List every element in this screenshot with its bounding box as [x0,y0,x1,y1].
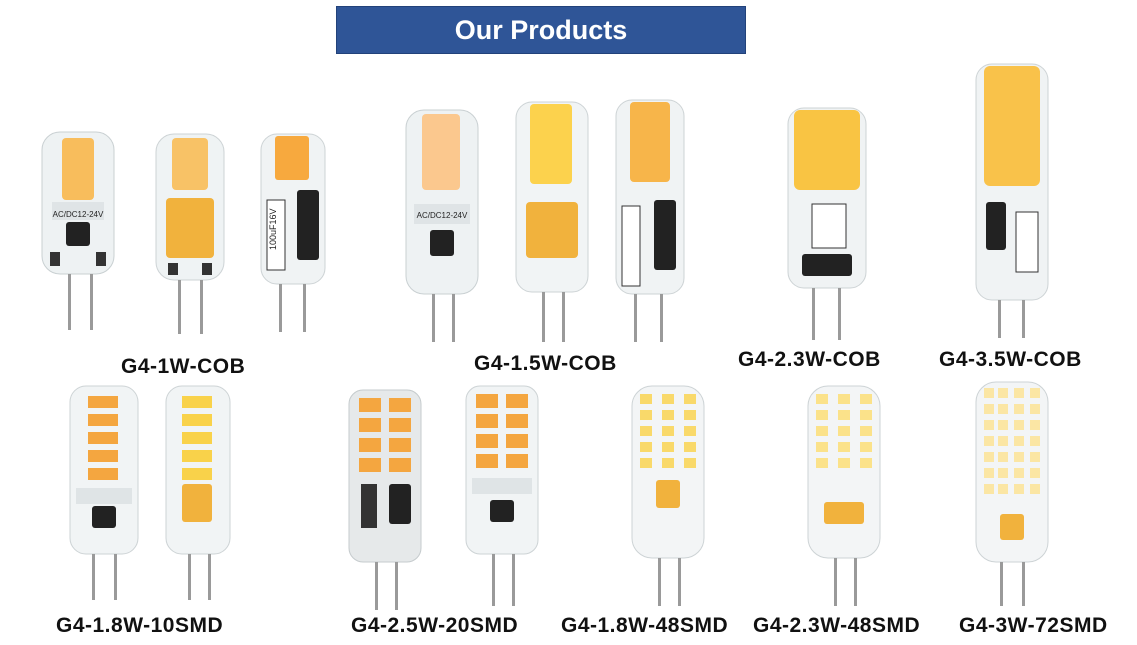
bulb-g4-2-3w-cob [782,104,872,344]
product-label: G4-3.5W-COB [939,348,1082,371]
bulb-g4-1-8w-10smd-b [158,384,238,604]
bulb-g4-2-5w-20smd-b [462,384,542,610]
bulb-g4-2-5w-20smd-a [345,388,425,613]
product-label: G4-1.8W-10SMD [56,614,224,637]
page-title: Our Products [454,14,628,45]
bulb-g4-1w-cob-a: AC/DC12-24V [38,124,118,334]
bulb-g4-3w-72smd [972,380,1052,610]
page-title-banner: Our Products [336,6,746,54]
product-label: G4-1W-COB [121,355,246,378]
svg-text:AC/DC12-24V: AC/DC12-24V [417,211,468,220]
bulb-g4-1w-cob-b [150,128,230,338]
bulb-g4-1w-cob-c: 100uF16V [255,130,330,335]
product-label: G4-2.3W-48SMD [753,614,921,637]
bulb-g4-1-5w-cob-a: AC/DC12-24V [402,106,482,346]
product-label: G4-3W-72SMD [959,614,1108,637]
bulb-g4-1-8w-48smd [628,384,708,610]
bulb-g4-1-5w-cob-b [512,98,592,346]
bulb-g4-1-8w-10smd-a [64,384,144,604]
bulb-g4-1-5w-cob-c [610,96,690,346]
bulb-g4-3-5w-cob [972,62,1052,342]
product-label: G4-2.3W-COB [738,348,881,371]
product-label: G4-1.8W-48SMD [561,614,729,637]
product-label: G4-1.5W-COB [474,352,617,375]
product-label: G4-2.5W-20SMD [351,614,519,637]
acdc-print: AC/DC12-24V [53,210,104,219]
bulb-g4-2-3w-48smd [804,384,884,610]
capacitor-print: 100uF16V [268,208,278,250]
